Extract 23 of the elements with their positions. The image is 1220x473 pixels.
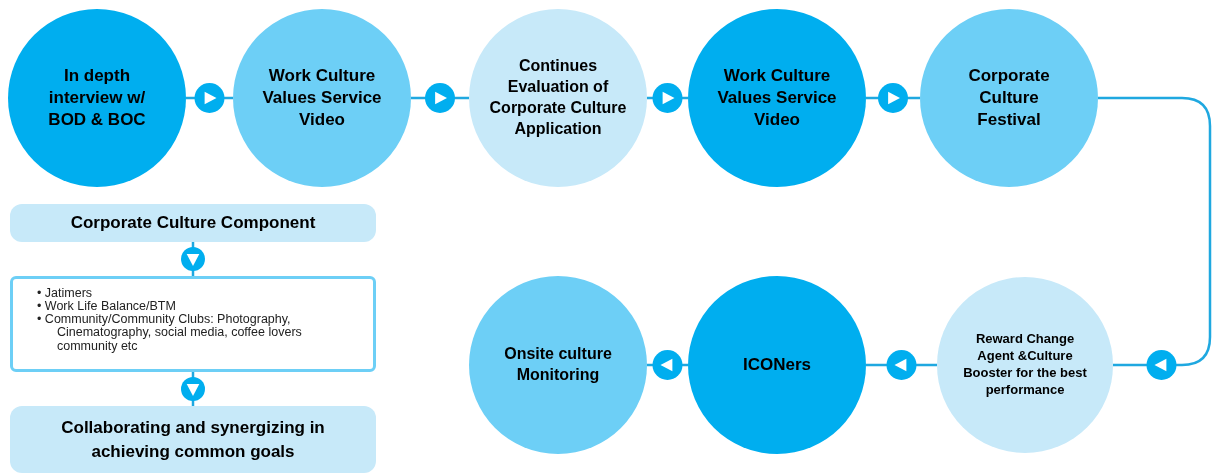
list-item: • Community/Community Clubs: Photography, Cinematography, social media, coffee lovers community etc — [37, 313, 303, 353]
list-box — [10, 276, 376, 372]
panel-heading: Corporate Culture Component — [70, 212, 316, 235]
arrow — [186, 83, 233, 113]
step-label: Reward Change Agent &Culture Booster for the best performance — [962, 331, 1088, 399]
step-label: In depth interview w/ BOD & BOC — [47, 64, 147, 132]
list-item: • Jatimers — [37, 287, 94, 301]
step-label: Work Culture Values Service Video — [716, 64, 838, 132]
arrow — [866, 350, 937, 380]
arrow — [411, 83, 469, 113]
arrow — [866, 83, 920, 113]
info-panel — [10, 406, 376, 473]
arrow — [647, 83, 688, 113]
arrow — [1098, 96, 1212, 380]
step-label: ICONers — [742, 353, 812, 376]
step-label: Work Culture Values Service Video — [261, 64, 383, 132]
panel-heading: Collaborating and synergizing in achieving common goals — [60, 416, 326, 463]
arrow — [647, 350, 688, 380]
step-label: Continues Evaluation of Corporate Culture Application — [488, 56, 628, 139]
list-item: • Work Life Balance/BTM — [37, 300, 177, 314]
step-label: Onsite culture Monitoring — [503, 344, 613, 385]
info-panel — [10, 204, 376, 242]
step-label: Corporate Culture Festival — [967, 64, 1051, 132]
